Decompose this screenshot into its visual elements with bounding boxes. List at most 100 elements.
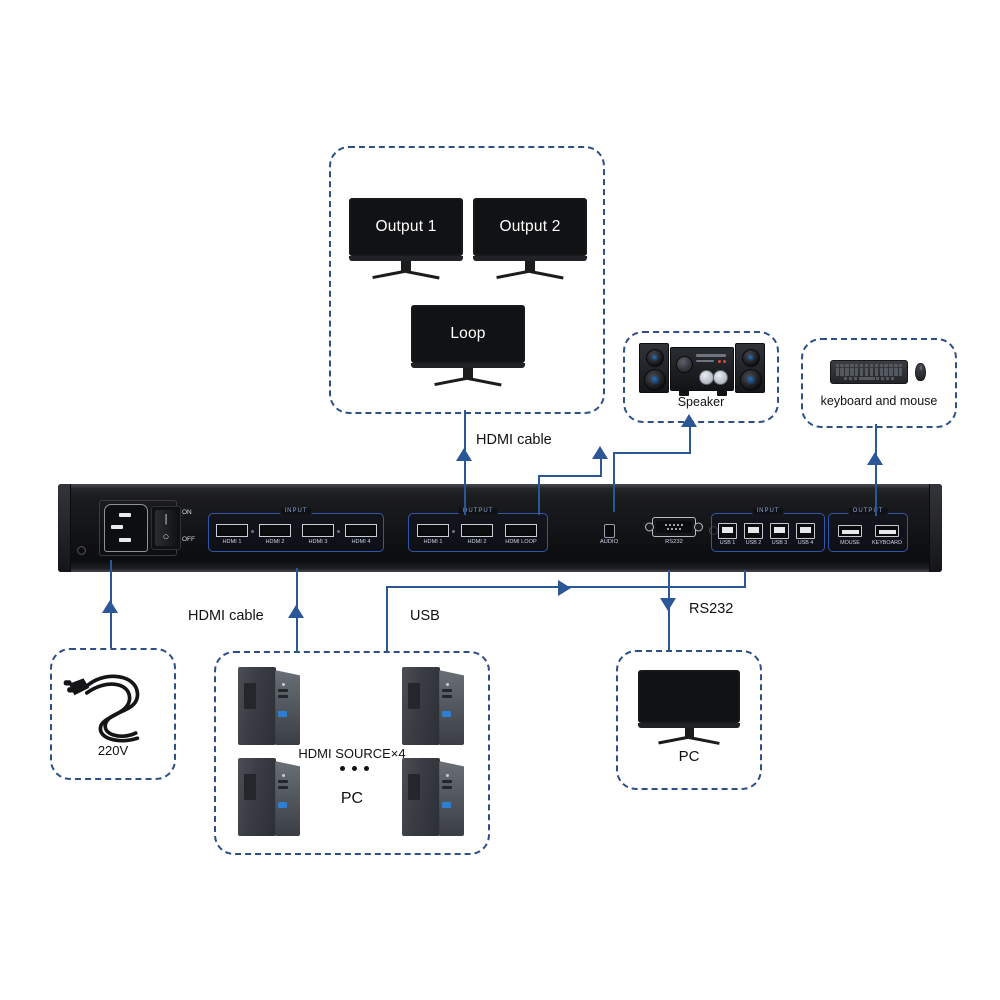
keyboard-key xyxy=(864,364,869,368)
audio-port[interactable] xyxy=(604,524,615,538)
line-rs232-to-pc xyxy=(668,570,671,652)
line-hdmi-output-to-displays xyxy=(464,410,467,515)
dot xyxy=(352,766,357,771)
switch-circle-glyph: ○ xyxy=(162,530,170,543)
power-inlet[interactable] xyxy=(104,504,148,552)
power-cable-label: 220V xyxy=(97,743,129,758)
status-led xyxy=(337,530,340,533)
power-switch-rocker[interactable]: | ○ xyxy=(155,510,177,546)
usb-port-mouse[interactable] xyxy=(838,525,862,537)
hdmi-port-loop[interactable] xyxy=(505,524,537,537)
amplifier xyxy=(670,347,734,396)
hdmi-port-output-1[interactable] xyxy=(417,524,449,537)
keyboard xyxy=(830,360,908,384)
hdmi-port-input-1[interactable] xyxy=(216,524,248,537)
keyboard-key xyxy=(884,368,888,372)
pc-tower xyxy=(238,758,300,836)
db9-screw-right xyxy=(694,522,703,532)
keyboard-key xyxy=(840,364,844,368)
keyboard-key xyxy=(853,376,857,380)
db9-pin xyxy=(679,528,681,531)
power-cord-icon xyxy=(63,674,140,743)
port-cavity xyxy=(305,527,331,534)
keyboard-key xyxy=(874,372,878,376)
keyboard-key xyxy=(843,376,848,380)
db9-pins xyxy=(656,521,692,533)
port-cavity xyxy=(219,527,245,534)
tower-power-led xyxy=(282,774,285,777)
tower-port xyxy=(278,780,288,783)
status-led xyxy=(452,530,455,533)
arrow-usb-direction xyxy=(558,580,571,596)
usb-port-input-3[interactable] xyxy=(770,523,789,539)
keyboard-key xyxy=(864,368,869,372)
usb-port-input-2[interactable] xyxy=(744,523,763,539)
db9-pin-row xyxy=(665,523,683,526)
keyboard-key xyxy=(899,364,903,368)
hdmi-port-input-3[interactable] xyxy=(302,524,334,537)
keyboard-key xyxy=(845,364,849,368)
keyboard-key xyxy=(889,364,893,368)
tower-badge xyxy=(278,711,287,717)
keyboard-key xyxy=(840,372,844,376)
tower-drive-slot xyxy=(408,683,420,709)
screw-hole xyxy=(709,526,718,535)
keyboard-key xyxy=(879,372,883,376)
usb-port-keyboard[interactable] xyxy=(875,525,899,537)
hdmi-input-4-label: HDMI 4 xyxy=(351,539,371,545)
port-cavity xyxy=(748,527,759,533)
amp-volume-knob xyxy=(676,356,693,373)
amp-disc-tray xyxy=(713,370,728,385)
monitor-chin xyxy=(349,256,463,261)
keyboard-key xyxy=(884,372,888,376)
hdmi-port-input-4[interactable] xyxy=(345,524,377,537)
pc-tower xyxy=(402,758,464,836)
usb-port-input-4[interactable] xyxy=(796,523,815,539)
rs232-port[interactable] xyxy=(645,517,703,537)
rack-ear-left xyxy=(58,484,71,572)
amp-foot xyxy=(679,389,689,396)
usb-output-group-title: OUTPUT xyxy=(848,508,888,514)
monitor-label: Output 2 xyxy=(499,218,561,235)
usb-port-input-1[interactable] xyxy=(718,523,737,539)
screw-hole xyxy=(77,546,86,555)
arrow-usb-output-to-keyboard-mouse xyxy=(867,452,883,465)
power-switch[interactable]: | ○ xyxy=(151,506,181,550)
mouse xyxy=(915,363,926,381)
line-hdmi-loop-riser xyxy=(538,475,541,515)
keyboard-key xyxy=(894,364,898,368)
rs232-port-label: RS232 xyxy=(665,539,683,545)
usb-keyboard-label: KEYBOARD xyxy=(872,540,902,546)
keyboard-key xyxy=(848,376,853,380)
keyboard-key xyxy=(864,372,869,376)
hdmi-port-output-2[interactable] xyxy=(461,524,493,537)
keyboard-key xyxy=(835,372,839,376)
arrow-hdmi-output-to-displays xyxy=(456,448,472,461)
monitor-leg-right xyxy=(658,736,690,745)
monitor-label: Output 1 xyxy=(375,218,437,235)
port-cavity xyxy=(420,527,446,534)
monitor-neck xyxy=(401,261,411,271)
tower-port xyxy=(442,689,452,692)
tower-badge xyxy=(278,802,287,808)
arrow-hdmi-loop xyxy=(592,446,608,459)
usb-input-4-label: USB 4 xyxy=(797,540,814,546)
tower-port xyxy=(442,780,452,783)
db9-pin xyxy=(669,523,671,526)
amp-foot xyxy=(717,389,727,396)
keyboard-key xyxy=(850,364,854,368)
keyboard-row xyxy=(834,376,904,380)
port-cavity xyxy=(464,527,490,534)
audio-port-label: AUDIO xyxy=(599,539,619,545)
speaker-woofer-left xyxy=(644,369,666,391)
keyboard-key xyxy=(899,372,903,376)
tower-side xyxy=(275,761,300,836)
usb-input-2-label: USB 2 xyxy=(745,540,762,546)
keyboard-key xyxy=(879,364,883,368)
speaker-group: Speaker xyxy=(623,331,779,423)
keyboard-row xyxy=(834,368,904,372)
rs232-cable-label: RS232 xyxy=(689,601,734,617)
hdmi-source-count-label: HDMI SOURCE×4 xyxy=(298,746,406,761)
hdmi-port-input-2[interactable] xyxy=(259,524,291,537)
